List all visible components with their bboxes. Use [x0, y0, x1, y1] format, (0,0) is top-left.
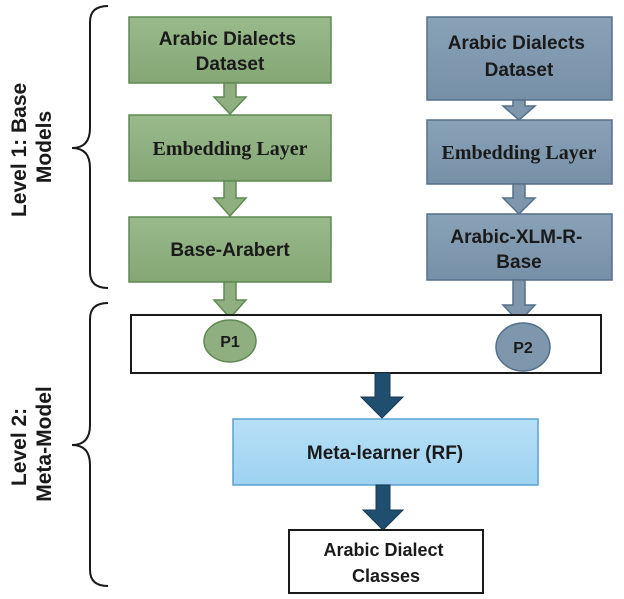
arrow-to-output [361, 484, 405, 531]
right-dataset-label: Arabic Dialects Dataset [448, 33, 591, 81]
right-arrow-1 [501, 99, 537, 121]
right-embedding-label: Embedding Layer [441, 142, 596, 164]
left-arrow-3 [212, 281, 248, 320]
left-model-label: Base-Arabert [170, 240, 290, 261]
left-arrow-1 [212, 82, 248, 116]
left-arrow-2 [212, 180, 248, 218]
output-box [288, 529, 484, 594]
level2-brace [71, 302, 109, 587]
left-embedding-box [128, 114, 332, 182]
right-model-label: Arabic-XLM-R- Base [450, 227, 587, 273]
left-dataset-box [128, 16, 332, 84]
level1-label: Level 1: Base Models [8, 77, 56, 217]
right-arrow-3 [501, 279, 537, 324]
right-model-box [426, 213, 613, 281]
output-label: Arabic Dialect Classes [323, 540, 448, 586]
meta-learner-label: Meta-learner (RF) [307, 443, 463, 464]
p1-label: P1 [220, 334, 240, 351]
p2-label: P2 [513, 340, 533, 357]
left-embedding-label: Embedding Layer [152, 138, 307, 160]
level1-brace [71, 5, 109, 289]
left-dataset-label: Arabic Dialects Dataset [159, 29, 302, 75]
level2-label: Level 2: Meta-Model [8, 386, 56, 502]
arrow-to-meta-learner [359, 372, 405, 419]
meta-learner-box [232, 418, 539, 486]
right-arrow-2 [501, 183, 537, 216]
p1-node [203, 319, 257, 363]
right-dataset-box [426, 16, 613, 101]
right-embedding-box [426, 119, 613, 185]
left-model-box [128, 216, 332, 283]
p2-node [495, 322, 551, 372]
